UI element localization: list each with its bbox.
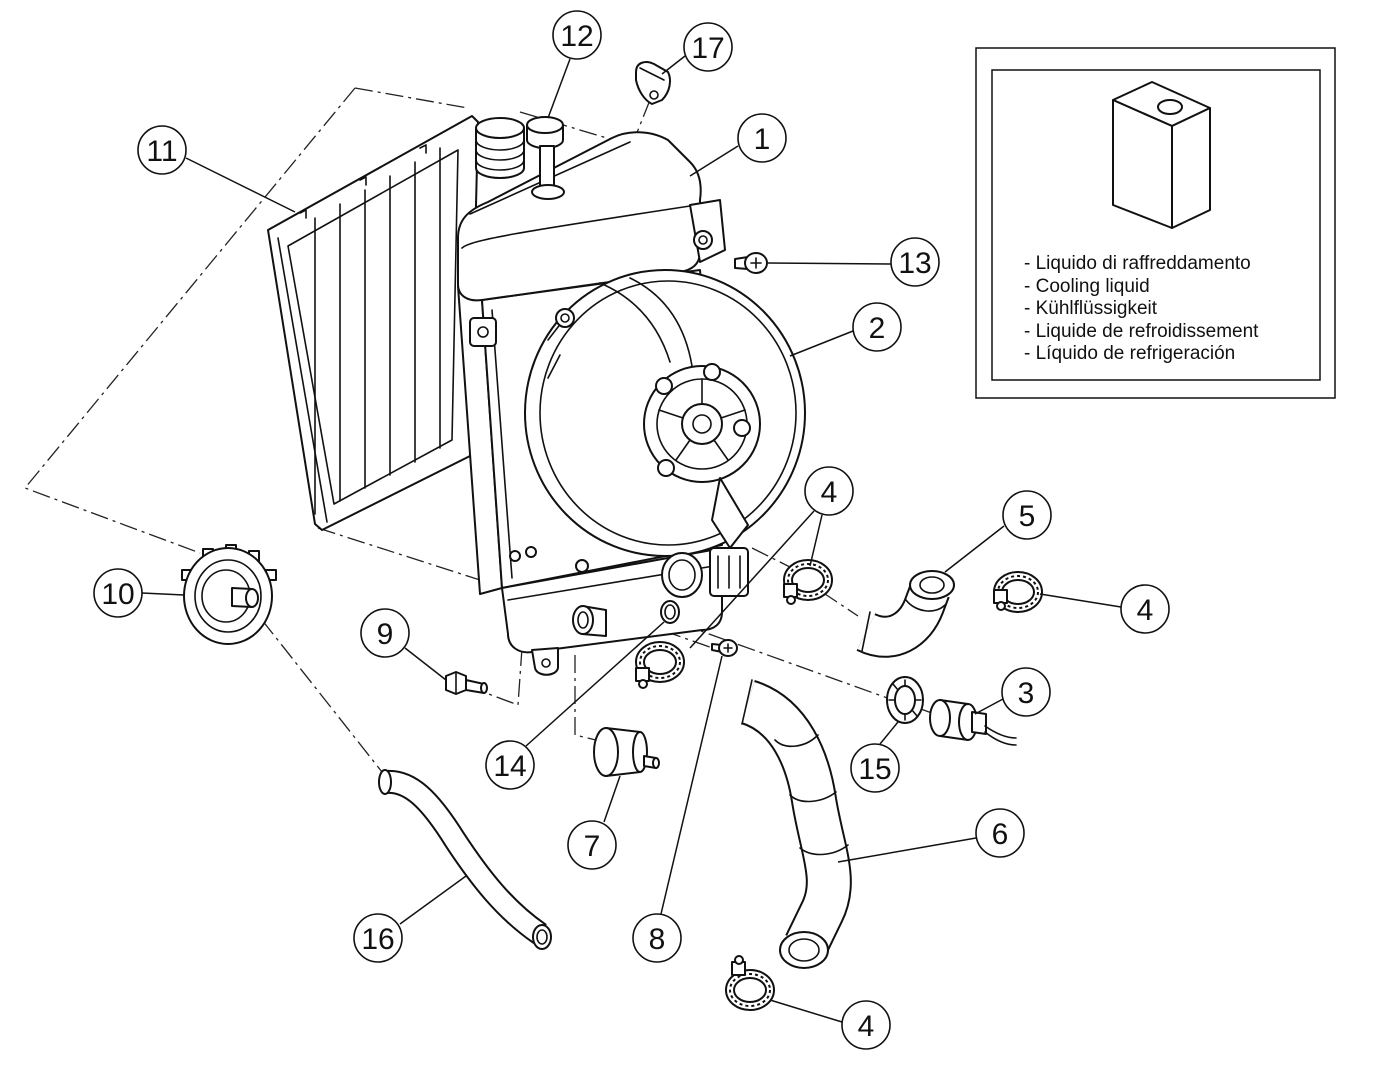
callout: 14 <box>485 740 535 790</box>
callout-label: 7 <box>584 830 601 863</box>
callout-label: 12 <box>560 20 593 53</box>
callout-label: 9 <box>377 618 394 651</box>
thermo-switch-port <box>661 552 703 598</box>
radiator-top-tank <box>457 131 702 302</box>
callout: 13 <box>890 237 940 287</box>
mounting-screw <box>734 252 768 274</box>
callout: 5 <box>1002 490 1052 540</box>
callout: 2 <box>852 302 902 352</box>
callout: 4 <box>804 466 854 516</box>
callout-label: 13 <box>898 247 931 280</box>
callout: 9 <box>360 608 410 658</box>
temperature-sensor <box>929 699 1017 746</box>
callout-label: 17 <box>691 32 724 65</box>
callout: 17 <box>683 22 733 72</box>
legend-line: - Liquide de refroidissement <box>1024 321 1259 342</box>
leader-lines <box>141 55 1122 1023</box>
callout: 11 <box>137 125 187 175</box>
callout-label: 2 <box>869 312 886 345</box>
callout: 6 <box>975 808 1025 858</box>
callout-label: 11 <box>146 135 177 168</box>
callout: 15 <box>850 743 900 793</box>
callout: 8 <box>632 913 682 963</box>
breather-hose <box>378 769 552 950</box>
legend-line: - Cooling liquid <box>1024 276 1150 297</box>
callout-label: 4 <box>858 1010 875 1043</box>
callout: 16 <box>353 913 403 963</box>
callout: 4 <box>841 1000 891 1050</box>
callout-label: 5 <box>1019 500 1036 533</box>
legend-line: - Kühlflüssigkeit <box>1024 298 1158 319</box>
hose-clamp <box>783 559 833 605</box>
callout: 10 <box>93 568 143 618</box>
radiator-cap <box>526 116 565 200</box>
elbow-hose <box>856 570 955 658</box>
rubber-mount <box>593 727 660 777</box>
callout: 3 <box>1001 667 1051 717</box>
circlip <box>886 676 924 724</box>
callout-label: 10 <box>101 578 134 611</box>
hose-clip <box>635 61 671 105</box>
left-bracket <box>469 317 497 347</box>
legend-line: - Liquido di raffreddamento <box>1024 253 1251 274</box>
hose-clamp <box>725 955 775 1011</box>
hose-clamp <box>993 571 1043 613</box>
callout-label: 4 <box>821 476 838 509</box>
bottom-tab <box>531 647 559 676</box>
callout-label: 16 <box>361 923 394 956</box>
callout: 4 <box>1120 584 1170 634</box>
fan-assembly <box>524 269 806 598</box>
coolant-container-icon <box>1112 81 1211 229</box>
coolant-legend: - Liquido di raffreddamento - Cooling li… <box>975 47 1336 399</box>
hose-clamp <box>635 641 685 689</box>
callout-label: 6 <box>992 818 1009 851</box>
callout: 12 <box>552 10 602 60</box>
side-cover-panel <box>267 115 479 531</box>
callout-label: 3 <box>1018 677 1035 710</box>
callout-label: 15 <box>858 753 891 786</box>
callout: 7 <box>567 820 617 870</box>
drain-bolt <box>445 671 488 695</box>
callout-label: 4 <box>1137 594 1154 627</box>
callouts: 12 17 1 11 13 2 4 5 4 10 9 3 14 15 7 6 1… <box>93 10 1170 1050</box>
callout-label: 14 <box>493 750 526 783</box>
lower-hose <box>739 679 852 969</box>
callout: 1 <box>737 113 787 163</box>
callout-label: 1 <box>754 123 771 156</box>
callout-label: 8 <box>649 923 666 956</box>
legend-line: - Líquido de refrigeración <box>1024 343 1235 364</box>
filler-neck <box>475 127 525 179</box>
small-screw <box>711 639 738 657</box>
expansion-cap <box>181 544 277 645</box>
o-ring <box>660 600 680 624</box>
